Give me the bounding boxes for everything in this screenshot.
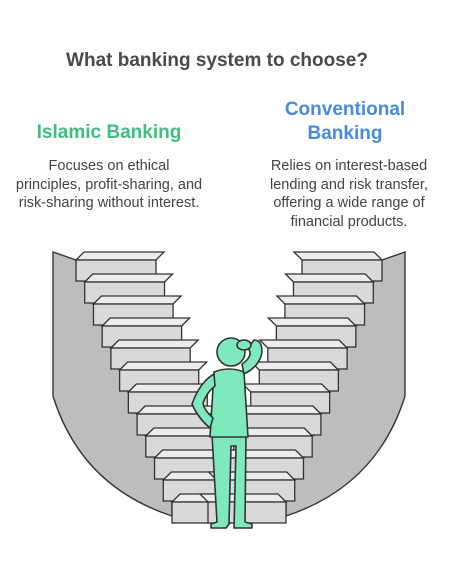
stair-tread — [91, 295, 183, 305]
stair-tread — [292, 251, 384, 261]
stair-tread — [275, 295, 367, 305]
stair-tread — [241, 383, 332, 393]
stair-tread — [74, 251, 166, 261]
left-staircase — [52, 251, 260, 524]
stair-tread — [100, 317, 192, 327]
stair-tread — [83, 273, 175, 283]
stair-tread — [258, 339, 349, 349]
stair-tread — [118, 361, 209, 371]
diagram-title: What banking system to choose? — [66, 50, 368, 71]
confused-person-icon — [191, 337, 263, 529]
islamic-banking-description: Focuses on ethical principles, profit-sh… — [15, 158, 203, 211]
conventional-banking-description: Relies on interest-based lending and ris… — [270, 158, 428, 230]
stair-tread — [266, 317, 358, 327]
right-staircase — [198, 251, 406, 524]
stair-tread — [249, 361, 340, 371]
stair-tread — [109, 339, 200, 349]
conventional-banking-heading: Conventional Banking — [260, 98, 430, 146]
conventional-heading-line1: Conventional — [284, 99, 406, 120]
stair-tread — [283, 273, 375, 283]
conventional-heading-line2: Banking — [307, 123, 383, 144]
islamic-banking-heading: Islamic Banking — [36, 122, 182, 143]
